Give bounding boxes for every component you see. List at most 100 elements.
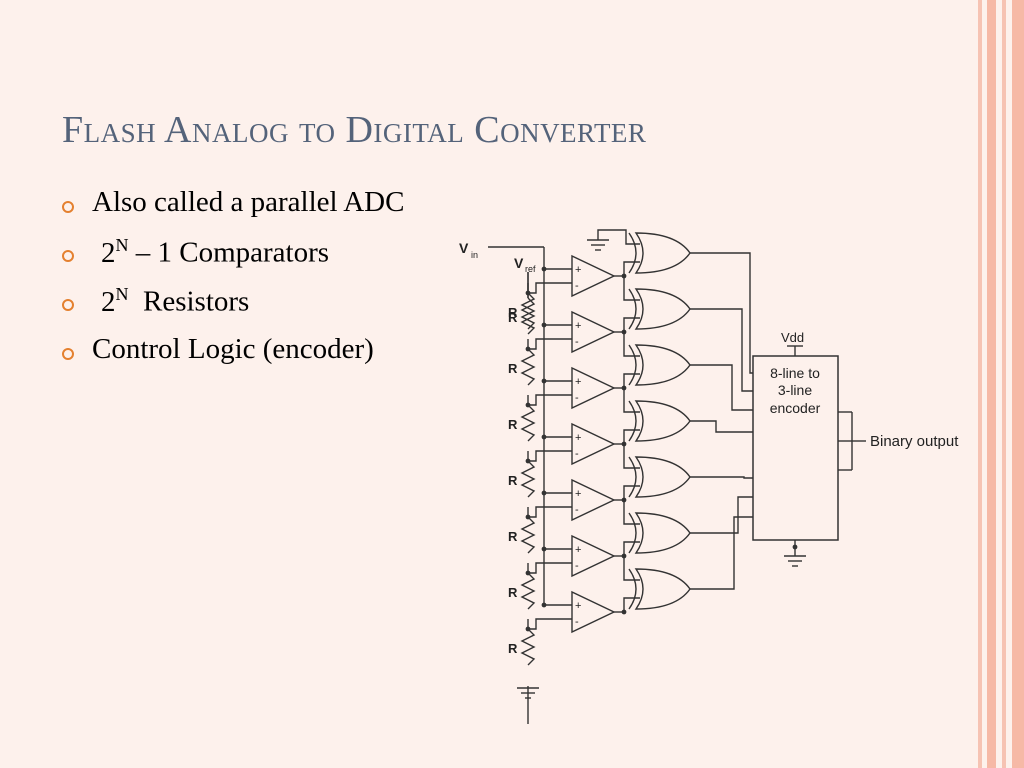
resistor-label: R	[508, 305, 518, 320]
bullet-text: Control Logic (encoder)	[92, 333, 374, 365]
xor-input-wire	[604, 229, 640, 245]
xor-gate	[634, 232, 691, 274]
vdd-label: Vdd	[781, 330, 804, 345]
junction-dot	[541, 266, 547, 272]
xor-output-wire	[690, 364, 753, 411]
comparator-minus: -	[575, 336, 579, 348]
resistor-label: R	[508, 361, 518, 376]
xor-gate-extra-curve	[628, 232, 637, 274]
comparator-minus-wire	[528, 394, 572, 406]
xor-gate	[634, 456, 691, 498]
comparator-minus: -	[575, 392, 579, 404]
binary-output-label: Binary output	[870, 433, 959, 450]
junction-dot	[525, 570, 531, 576]
resistor	[520, 460, 536, 498]
xor-input-wire	[623, 556, 640, 581]
junction-dot	[525, 290, 531, 296]
xor-input-wire	[623, 332, 640, 357]
stripe	[987, 0, 996, 768]
junction-dot	[525, 626, 531, 632]
junction-dot	[541, 434, 547, 440]
resistor-label: R	[508, 641, 518, 656]
vref-subscript: ref	[525, 264, 536, 274]
comparator	[571, 422, 616, 466]
stripe	[1012, 0, 1024, 768]
junction-dot	[541, 490, 547, 496]
comparator-minus: -	[575, 448, 579, 460]
bullet-superscript: N	[115, 284, 129, 304]
comparator	[571, 590, 616, 634]
xor-output-wire	[690, 516, 753, 590]
junction-dot	[792, 544, 798, 550]
resistor-label: R	[508, 529, 518, 544]
comparator-plus: +	[575, 544, 581, 556]
bullet-text: Resistors	[128, 285, 250, 318]
bullet-item: Also called a parallel ADC	[62, 186, 404, 235]
comparator-minus: -	[575, 616, 579, 628]
comparator	[571, 254, 616, 298]
resistor-label: R	[508, 310, 518, 325]
comparator-minus: -	[575, 560, 579, 572]
comparator-plus: +	[575, 600, 581, 612]
comparator-plus: +	[575, 264, 581, 276]
bullet-superscript: N	[115, 235, 129, 255]
bullet-base: 2	[101, 236, 116, 269]
vin-subscript: in	[471, 250, 478, 260]
xor-output-wire	[690, 308, 753, 392]
junction-dot	[525, 402, 531, 408]
xor-gate-extra-curve	[628, 568, 637, 610]
resistor	[520, 292, 536, 330]
comparator-minus-wire	[528, 282, 572, 294]
xor-gate-extra-curve	[628, 400, 637, 442]
xor-output-wire	[690, 420, 753, 433]
xor-output-wire	[690, 252, 753, 374]
vin-label: V	[459, 240, 469, 256]
xor-input-wire	[623, 485, 640, 500]
xor-gate	[634, 344, 691, 386]
xor-gate-extra-curve	[628, 456, 637, 498]
xor-input-wire	[623, 429, 640, 444]
comparator-plus: +	[575, 376, 581, 388]
xor-input-wire	[623, 541, 640, 556]
comparator	[571, 366, 616, 410]
comparator-plus: +	[575, 488, 581, 500]
resistor-label: R	[508, 473, 518, 488]
resistor-label: R	[508, 417, 518, 432]
encoder-label-line: encoder	[770, 400, 821, 416]
xor-gate	[634, 512, 691, 554]
comparator-minus-wire	[528, 562, 572, 574]
resistor	[520, 348, 536, 386]
resistor-label: R	[508, 585, 518, 600]
xor-input-wire	[623, 500, 640, 525]
xor-input-wire	[623, 388, 640, 413]
vref-label: V	[514, 255, 524, 271]
bullet-text: – 1 Comparators	[128, 236, 330, 269]
bullet-list: Also called a parallel ADC 2N – 1 Compar…	[62, 186, 404, 382]
xor-gate	[634, 288, 691, 330]
resistor	[520, 516, 536, 554]
bullet-item: 2N – 1 Comparators	[62, 235, 404, 284]
xor-gate-extra-curve	[628, 512, 637, 554]
bullet-icon	[62, 299, 74, 311]
stripe	[1002, 0, 1006, 768]
encoder-label-line: 8-line to	[770, 365, 820, 381]
comparator-minus-wire	[528, 506, 572, 518]
bullet-icon	[62, 250, 74, 262]
slide-title: Flash Analog to Digital Converter	[62, 109, 647, 151]
xor-output-wire	[690, 476, 753, 479]
resistor	[520, 404, 536, 442]
stripe	[978, 0, 982, 768]
bullet-item: Control Logic (encoder)	[62, 333, 404, 382]
resistor	[520, 628, 536, 666]
junction-dot	[541, 546, 547, 552]
xor-input-wire	[623, 276, 640, 301]
resistor	[520, 572, 536, 610]
xor-output-wire	[690, 496, 753, 534]
junction-dot	[525, 346, 531, 352]
xor-gate	[634, 400, 691, 442]
bullet-item: 2N Resistors	[62, 284, 404, 333]
comparator	[571, 478, 616, 522]
xor-gate-extra-curve	[628, 288, 637, 330]
junction-dot	[525, 514, 531, 520]
